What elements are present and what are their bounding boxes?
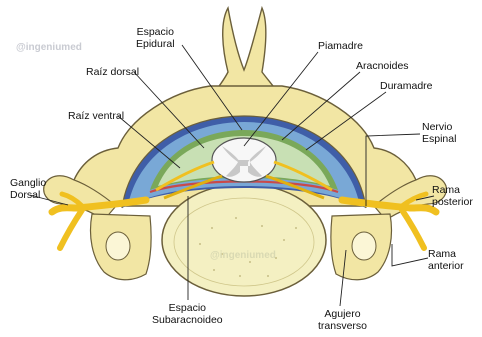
- label-raiz-dorsal: Raíz dorsal: [86, 66, 139, 78]
- watermark-center: @ingeniumed: [210, 250, 276, 261]
- label-aracnoides: Aracnoides: [356, 60, 409, 72]
- label-piamadre: Piamadre: [318, 40, 363, 52]
- vertebral-body: [162, 184, 326, 296]
- watermark-top: @ingeniumed: [16, 42, 82, 53]
- transverse-foramen-left: [106, 232, 130, 260]
- transverse-foramen-right: [352, 232, 376, 260]
- label-raiz-ventral: Raíz ventral: [68, 110, 124, 122]
- spinal-nerve-left-anterior: [60, 210, 82, 248]
- label-duramadre: Duramadre: [380, 80, 433, 92]
- spinous-process: [210, 8, 282, 98]
- spinal-nerve-right-anterior: [402, 210, 424, 248]
